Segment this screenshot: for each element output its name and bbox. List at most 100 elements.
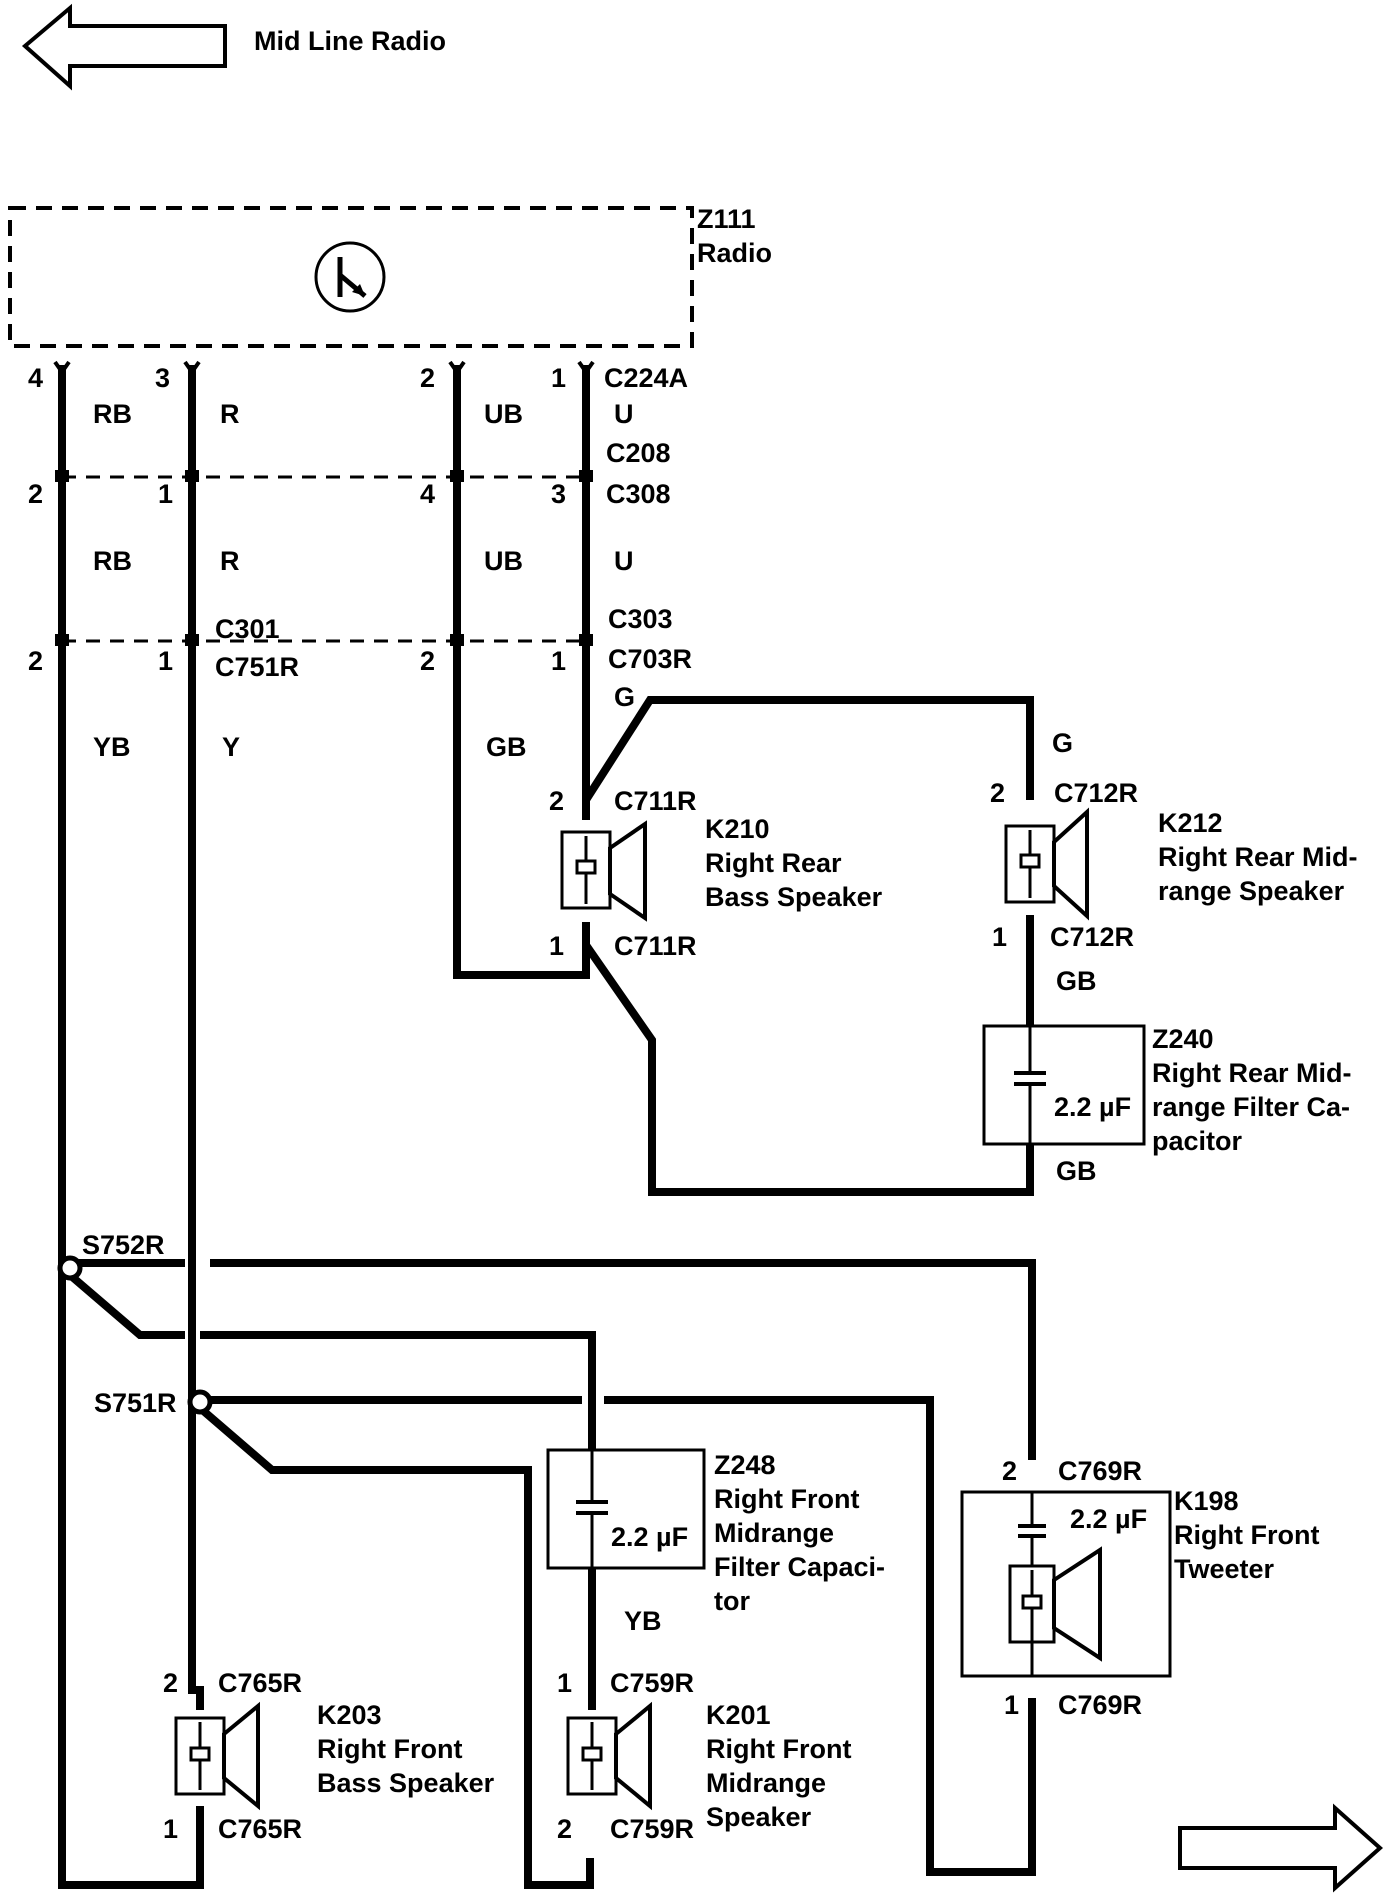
k198-id: K198 bbox=[1174, 1486, 1239, 1516]
k201-id: K201 bbox=[706, 1700, 771, 1730]
connector-c703r: C703R bbox=[608, 644, 692, 674]
k198-value: 2.2 µF bbox=[1070, 1504, 1147, 1534]
pin-label: 1 bbox=[158, 646, 173, 676]
k210-id: K210 bbox=[705, 814, 770, 844]
k212-name-1: Right Rear Mid- bbox=[1158, 842, 1358, 872]
pin-label: 2 bbox=[420, 363, 435, 393]
pin-label: 2 bbox=[990, 778, 1005, 808]
connector-c712r-bottom: C712R bbox=[1050, 922, 1134, 952]
connector-c208: C208 bbox=[606, 438, 671, 468]
z248-name-2: Midrange bbox=[714, 1518, 834, 1548]
k212-id: K212 bbox=[1158, 808, 1223, 838]
z240-id: Z240 bbox=[1152, 1024, 1214, 1054]
pin-label: 4 bbox=[28, 363, 43, 393]
g-wire bbox=[582, 696, 1034, 803]
connector-c759r-top: C759R bbox=[610, 1668, 694, 1698]
pin-label: 1 bbox=[158, 479, 173, 509]
wire-color: GB bbox=[1056, 1156, 1097, 1186]
k210-name-2: Bass Speaker bbox=[705, 882, 883, 912]
z240-name-2: range Filter Ca- bbox=[1152, 1092, 1350, 1122]
connector-c769r-top: C769R bbox=[1058, 1456, 1142, 1486]
z240-name-3: pacitor bbox=[1152, 1126, 1243, 1156]
transistor-icon bbox=[314, 241, 386, 313]
connector-c301: C301 bbox=[215, 614, 280, 644]
splice-label-s751r: S751R bbox=[94, 1388, 177, 1418]
radio-pin-forks bbox=[53, 360, 595, 376]
pin-label: 2 bbox=[420, 646, 435, 676]
z248-name-4: tor bbox=[714, 1586, 750, 1616]
left-arrow-icon[interactable] bbox=[21, 3, 227, 91]
k198-name-2: Tweeter bbox=[1174, 1554, 1275, 1584]
pin-label: 2 bbox=[28, 479, 43, 509]
radio-module bbox=[8, 206, 694, 348]
capacitor-icon bbox=[1014, 1026, 1046, 1144]
wire-color: G bbox=[1052, 728, 1073, 758]
connector-c765r-bottom: C765R bbox=[218, 1814, 302, 1844]
pin-label: 3 bbox=[155, 363, 170, 393]
wire-color: GB bbox=[486, 732, 527, 762]
pin-label: 1 bbox=[992, 922, 1007, 952]
connector-c765r-top: C765R bbox=[218, 1668, 302, 1698]
z240-name-1: Right Rear Mid- bbox=[1152, 1058, 1352, 1088]
z248-box bbox=[546, 1448, 706, 1570]
speaker-icon bbox=[560, 820, 647, 922]
connector-c759r-bottom: C759R bbox=[610, 1814, 694, 1844]
z248-name-3: Filter Capaci- bbox=[714, 1552, 885, 1582]
z248-id: Z248 bbox=[714, 1450, 776, 1480]
k203-name-2: Bass Speaker bbox=[317, 1768, 495, 1798]
page-title: Mid Line Radio bbox=[254, 26, 446, 56]
pin-label: 1 bbox=[551, 363, 566, 393]
wire-color: Y bbox=[222, 732, 240, 762]
s751r-to-k198-bottom bbox=[604, 1396, 1036, 1876]
wire-color: UB bbox=[484, 546, 523, 576]
speaker-icon bbox=[1004, 807, 1089, 921]
z248-value: 2.2 µF bbox=[611, 1522, 688, 1552]
pin-label: 1 bbox=[163, 1814, 178, 1844]
z240-value: 2.2 µF bbox=[1054, 1092, 1131, 1122]
splice-s751r bbox=[187, 1389, 213, 1415]
pin-label: 1 bbox=[1004, 1690, 1019, 1720]
wire-color: G bbox=[614, 682, 635, 712]
speaker-icon bbox=[566, 1701, 652, 1811]
pin-label: 2 bbox=[28, 646, 43, 676]
connector-c308: C308 bbox=[606, 479, 671, 509]
pin-label: 4 bbox=[420, 479, 435, 509]
s752r-diagonal bbox=[67, 1271, 185, 1339]
wire-color: U bbox=[614, 546, 634, 576]
s752r-to-k198 bbox=[210, 1259, 1036, 1460]
gb-return-wire bbox=[582, 942, 1034, 1196]
pin-label: 1 bbox=[551, 646, 566, 676]
pin-label: 2 bbox=[1002, 1456, 1017, 1486]
k201-name-2: Midrange bbox=[706, 1768, 826, 1798]
capacitor-icon bbox=[1018, 1492, 1046, 1566]
radio-name: Radio bbox=[697, 238, 772, 268]
splice-s752r bbox=[57, 1255, 83, 1281]
connector-c303: C303 bbox=[608, 604, 673, 634]
wire-color: U bbox=[614, 399, 634, 429]
radio-id: Z111 bbox=[697, 204, 756, 234]
capacitor-icon bbox=[576, 1450, 608, 1568]
pin-label: 3 bbox=[551, 479, 566, 509]
right-arrow-icon[interactable] bbox=[1178, 1803, 1384, 1893]
wire-color: YB bbox=[93, 732, 131, 762]
z240-box bbox=[982, 1024, 1146, 1146]
wire-color: R bbox=[220, 546, 240, 576]
speaker-icon bbox=[174, 1701, 260, 1811]
pin-label: 2 bbox=[549, 786, 564, 816]
k201-name-3: Speaker bbox=[706, 1802, 812, 1832]
k212-name-2: range Speaker bbox=[1158, 876, 1345, 906]
splice-label-s752r: S752R bbox=[82, 1230, 165, 1260]
main-wires bbox=[58, 365, 590, 1889]
k198-name-1: Right Front bbox=[1174, 1520, 1319, 1550]
wire-color: RB bbox=[93, 399, 132, 429]
s752r-to-z248 bbox=[200, 1331, 596, 1450]
k201-name-1: Right Front bbox=[706, 1734, 851, 1764]
z248-name-1: Right Front bbox=[714, 1484, 859, 1514]
speaker-icon bbox=[1008, 1546, 1102, 1676]
pin-label: 1 bbox=[549, 931, 564, 961]
connector-c224a: C224A bbox=[604, 363, 688, 393]
k203-name-1: Right Front bbox=[317, 1734, 462, 1764]
k210-name-1: Right Rear bbox=[705, 848, 842, 878]
connector-c751r: C751R bbox=[215, 652, 299, 682]
